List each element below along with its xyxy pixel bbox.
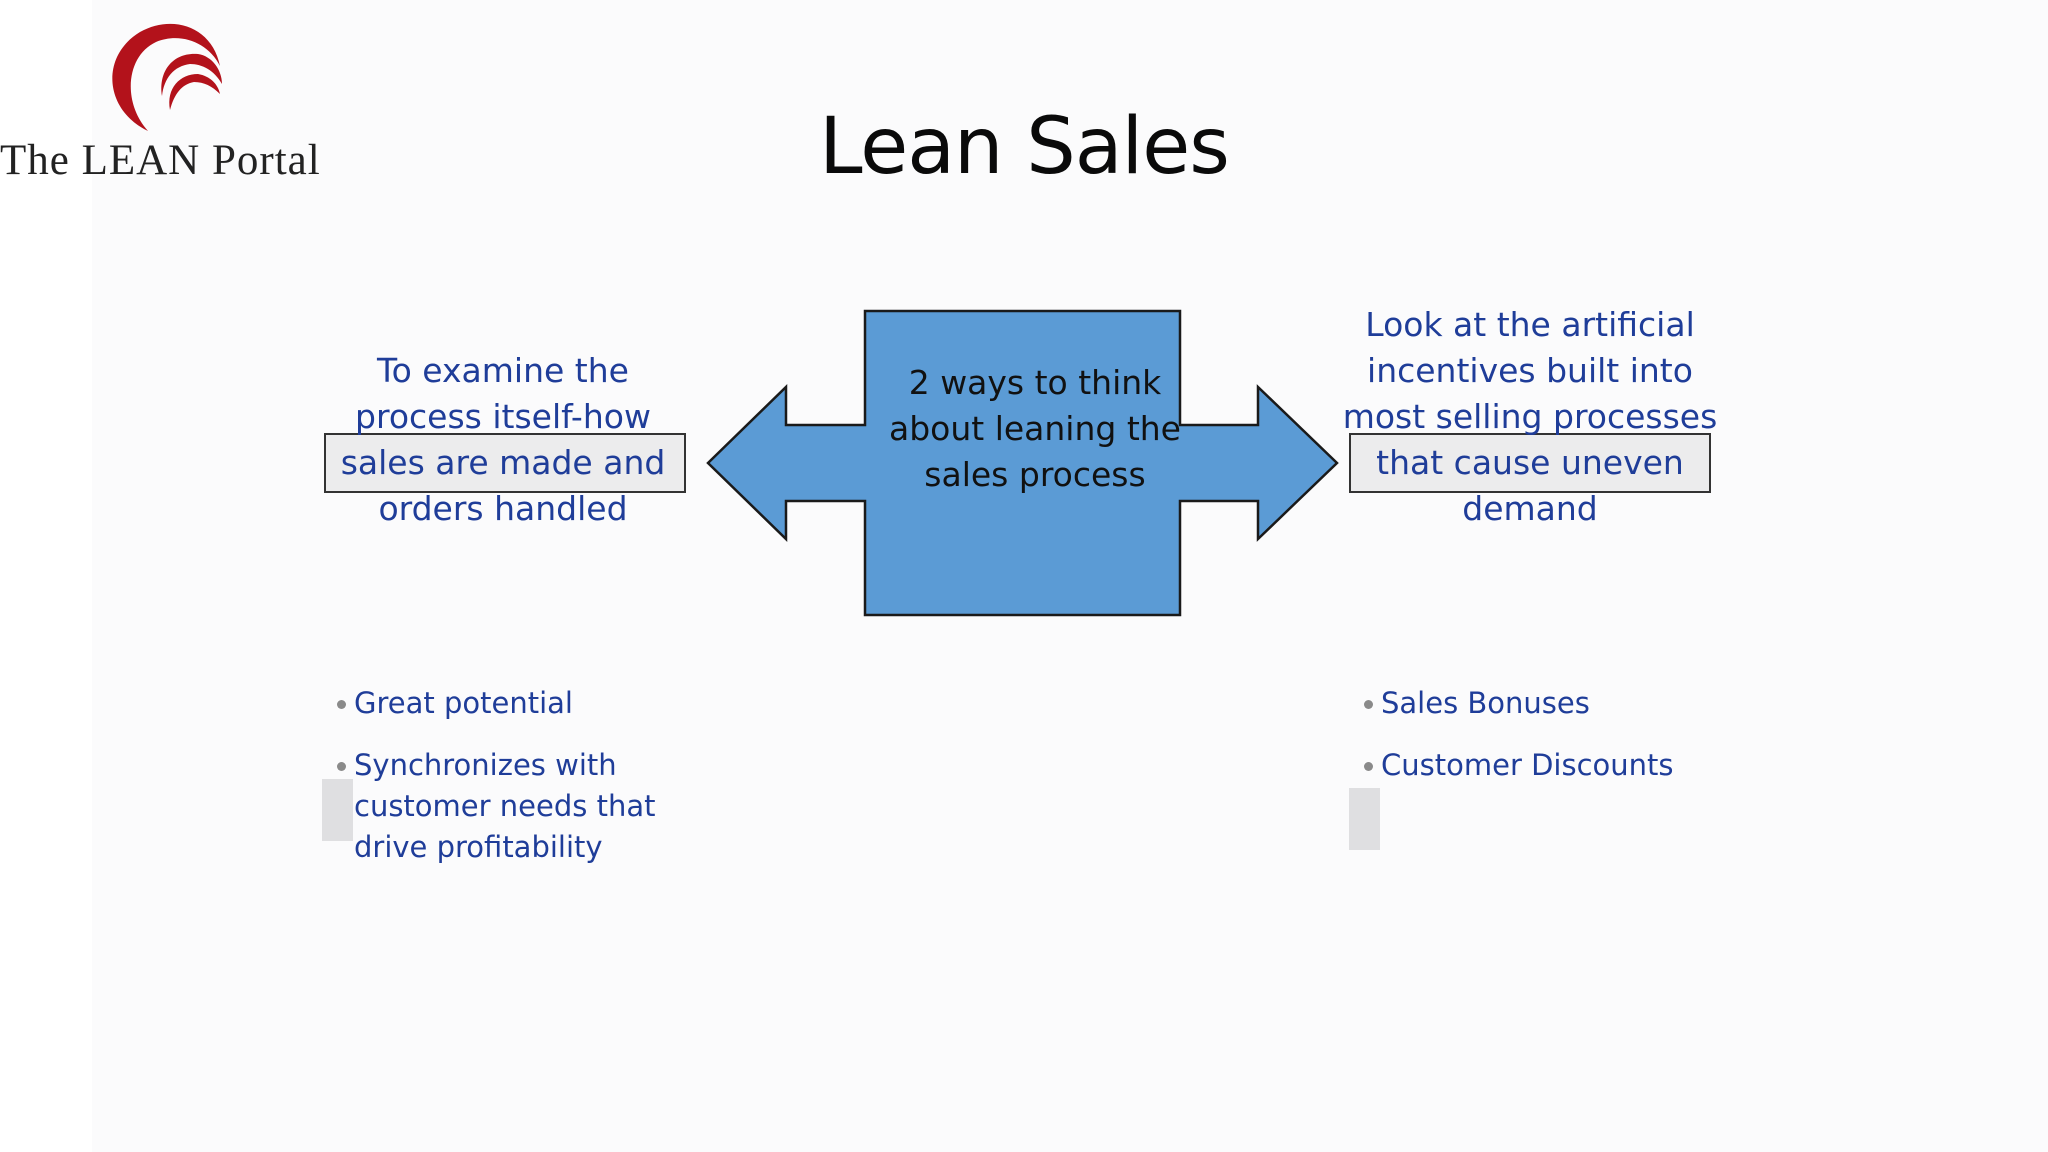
left-description: To examine the process itself-how sales … — [340, 351, 666, 528]
list-item: Great potential — [337, 683, 677, 724]
bullet-dot-icon — [337, 700, 346, 709]
right-description: Look at the artificial incentives built … — [1342, 305, 1718, 528]
left-placeholder-marker — [322, 779, 353, 841]
double-arrow-shape — [706, 309, 1339, 617]
bullet-dot-icon — [337, 762, 346, 771]
left-gray-box — [324, 433, 686, 493]
center-label: 2 ways to think about leaning the sales … — [889, 363, 1181, 494]
bullet-dot-icon — [1364, 762, 1373, 771]
list-item: Sales Bonuses — [1364, 683, 1724, 724]
slide-title: Lean Sales — [819, 102, 1230, 192]
list-item: Synchronizes with customer needs that dr… — [337, 745, 677, 868]
right-gray-box — [1349, 433, 1711, 493]
right-placeholder-marker — [1349, 788, 1380, 850]
left-bullet-list: Great potential Synchronizes with custom… — [337, 683, 677, 889]
right-bullet-list: Sales Bonuses Customer Discounts — [1364, 683, 1724, 807]
logo-swirl-icon — [112, 23, 222, 132]
list-item: Customer Discounts — [1364, 745, 1724, 786]
bullet-dot-icon — [1364, 700, 1373, 709]
logo: The LEAN Portal — [0, 18, 340, 188]
logo-text: The LEAN Portal — [0, 137, 321, 184]
